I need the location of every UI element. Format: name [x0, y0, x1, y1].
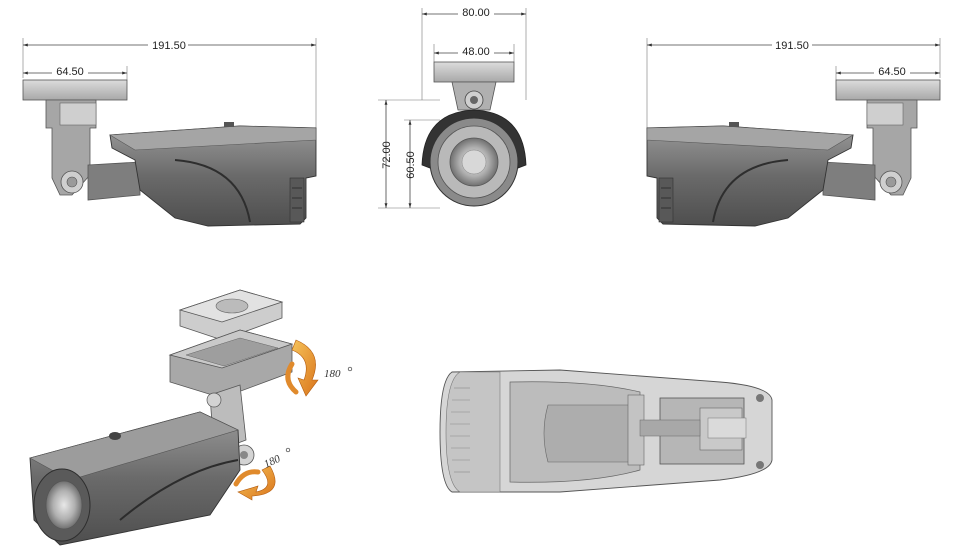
side-view-right: 191.50 64.50 — [646, 38, 941, 227]
front-view: 80.00 48.00 72.00 60.50 — [378, 6, 527, 209]
side-view-left: 191.50 64.50 — [22, 38, 317, 227]
dim-label-front-mount: 48.00 — [462, 46, 490, 58]
rotation-label-mount: 180 — [324, 368, 341, 380]
mount-plate — [22, 79, 128, 101]
dim-label-front-lens-height: 60.50 — [405, 151, 417, 179]
rotation-arrow-mount: 180 — [285, 339, 353, 397]
dim-label-mount-left: 64.50 — [56, 66, 84, 78]
iso-lens — [45, 480, 83, 530]
dim-front-lens-height: 60.50 — [404, 119, 440, 208]
dim-front-width: 80.00 — [421, 6, 527, 100]
isometric-view: 180 180 — [29, 289, 353, 546]
dim-label-front-width: 80.00 — [462, 7, 490, 19]
dim-total-length-left: 191.50 — [22, 38, 317, 130]
dim-mount-width-right: 64.50 — [835, 65, 940, 80]
dim-label-total-left: 191.50 — [152, 40, 186, 52]
dim-label-total-right: 191.50 — [775, 40, 809, 52]
bottom-view — [439, 369, 773, 493]
dim-label-front-height: 72.00 — [381, 141, 393, 169]
dim-label-mount-right: 64.50 — [878, 66, 906, 78]
rotation-label-bracket: 180 — [262, 453, 282, 471]
dim-mount-width-left: 64.50 — [23, 65, 128, 80]
dim-front-height: 72.00 — [378, 99, 440, 209]
dim-front-mount: 48.00 — [433, 44, 515, 62]
dim-total-length-right: 191.50 — [646, 38, 941, 130]
